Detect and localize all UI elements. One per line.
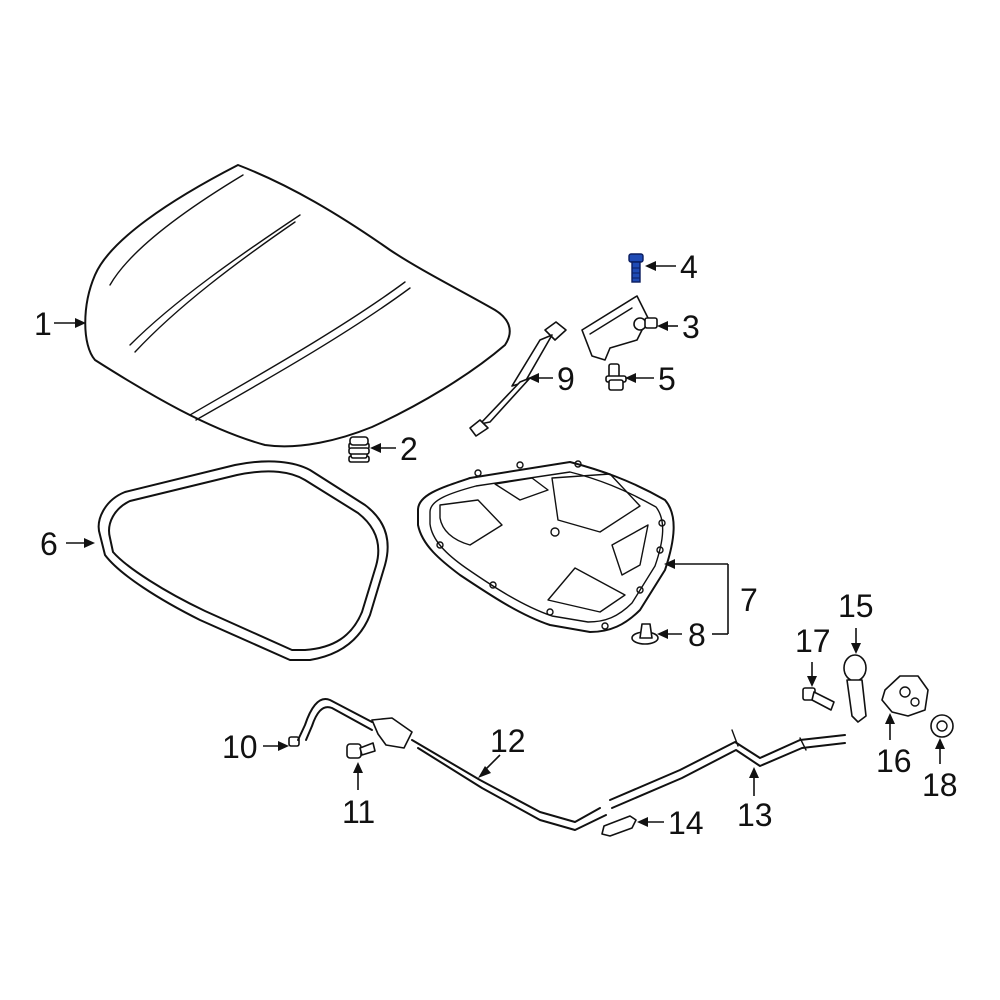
weatherstrip-seal-part[interactable] <box>97 460 389 661</box>
callout-15: 15 <box>838 588 874 624</box>
callout-17: 17 <box>795 623 831 659</box>
leader-lines <box>54 261 945 827</box>
hinge-bracket-part[interactable] <box>581 295 658 361</box>
release-cable-part[interactable] <box>609 729 846 809</box>
hood-insulator-part[interactable] <box>417 460 675 633</box>
bumper-stop-part[interactable] <box>348 436 370 463</box>
callout-labels: 1 2 3 4 5 6 7 8 9 10 11 12 13 14 15 16 1… <box>34 249 958 841</box>
callout-10: 10 <box>222 729 258 765</box>
retainer-clip-part[interactable] <box>631 623 659 645</box>
callout-5: 5 <box>658 361 676 397</box>
callout-2: 2 <box>400 431 418 467</box>
cable-end-clip-part[interactable] <box>288 736 300 747</box>
nut-part[interactable] <box>930 714 954 738</box>
callout-9: 9 <box>557 361 575 397</box>
hood-panel-part[interactable] <box>84 164 511 448</box>
hood-latch-part[interactable] <box>881 675 929 717</box>
callout-11: 11 <box>342 794 375 830</box>
clip-part[interactable] <box>601 815 637 837</box>
callout-4: 4 <box>680 249 698 285</box>
callout-12: 12 <box>490 723 526 759</box>
bolt-part[interactable] <box>605 363 627 391</box>
bolt-part[interactable] <box>346 742 376 759</box>
release-cable-part[interactable] <box>297 698 607 831</box>
bolt-part[interactable] <box>802 687 835 711</box>
callout-1: 1 <box>34 306 52 342</box>
callout-18: 18 <box>922 767 958 803</box>
callout-7: 7 <box>740 582 758 618</box>
callout-16: 16 <box>876 743 912 779</box>
callout-3: 3 <box>682 309 700 345</box>
callout-6: 6 <box>40 526 58 562</box>
lift-support-strut-part[interactable] <box>469 321 567 437</box>
callout-14: 14 <box>668 805 704 841</box>
callout-13: 13 <box>737 797 773 833</box>
callout-8: 8 <box>688 617 706 653</box>
release-handle-part[interactable] <box>843 654 867 723</box>
bolt-part-highlighted[interactable] <box>628 253 644 283</box>
